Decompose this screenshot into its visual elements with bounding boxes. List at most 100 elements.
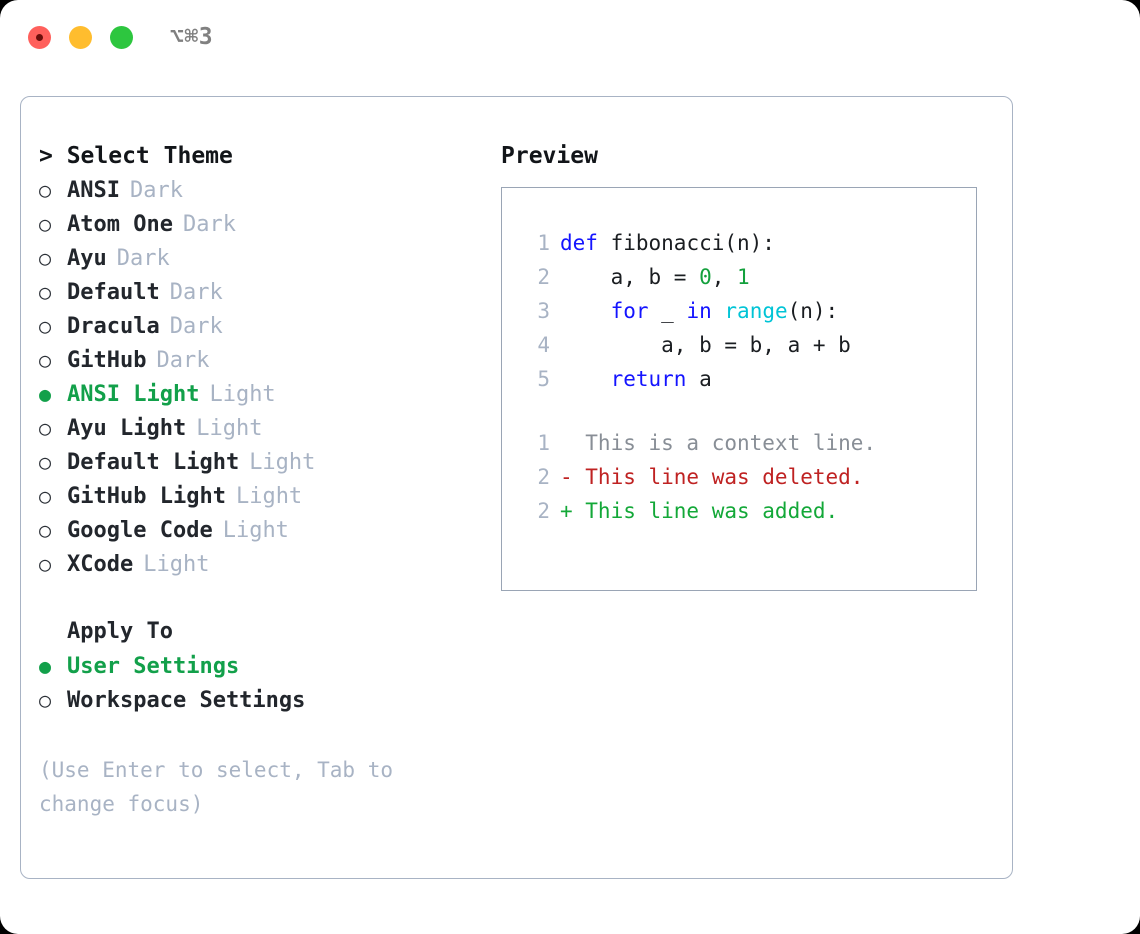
theme-option-label: Google Code bbox=[67, 518, 213, 543]
theme-option-google-code[interactable]: ○ Google Code Light bbox=[39, 513, 489, 547]
code-line: 5 return a bbox=[516, 362, 976, 396]
radio-unselected-icon: ○ bbox=[39, 314, 52, 338]
code-token-id: a bbox=[686, 367, 712, 391]
theme-option-category: Dark bbox=[129, 178, 183, 203]
apply-to-list: ●User Settings○Workspace Settings bbox=[39, 649, 489, 717]
code-token-id: a, b = b, a + b bbox=[560, 333, 851, 357]
code-line: 2 a, b = 0, 1 bbox=[516, 260, 976, 294]
apply-to-option-label: Workspace Settings bbox=[67, 688, 306, 713]
theme-option-label: Ayu Light bbox=[67, 416, 187, 441]
theme-option-category: Dark bbox=[156, 348, 210, 373]
diff-line-add: 2+ This line was added. bbox=[516, 494, 976, 528]
code-line: 3 for _ in range(n): bbox=[516, 294, 976, 328]
diff-sample: 1 This is a context line. 2 - This line wa… bbox=[516, 426, 976, 528]
maximize-window-icon[interactable] bbox=[110, 26, 133, 49]
theme-option-label: Dracula bbox=[67, 314, 160, 339]
diff-line-ctx: 1 This is a context line. bbox=[516, 426, 976, 460]
theme-option-default-light[interactable]: ○ Default Light Light bbox=[39, 445, 489, 479]
code-token-id: a, b = bbox=[560, 265, 700, 289]
theme-option-default[interactable]: ○ Default Dark bbox=[39, 275, 489, 309]
theme-option-category: Light bbox=[222, 518, 289, 543]
radio-unselected-icon: ○ bbox=[39, 518, 52, 542]
theme-option-label: ANSI Light bbox=[67, 382, 200, 407]
theme-option-label: XCode bbox=[67, 552, 134, 577]
code-token-fn: range bbox=[724, 299, 788, 323]
keyboard-hint-text: (Use Enter to select, Tab to change focu… bbox=[39, 758, 394, 816]
code-line-text: a, b = b, a + b bbox=[560, 328, 851, 362]
theme-option-label: Default Light bbox=[67, 450, 240, 475]
diff-line-text: This is a context line. bbox=[560, 431, 877, 455]
radio-unselected-icon: ○ bbox=[39, 280, 52, 304]
theme-option-category: Light bbox=[209, 382, 276, 407]
code-line-text: for _ in range(n): bbox=[560, 294, 839, 328]
radio-selected-icon: ● bbox=[39, 382, 52, 406]
theme-option-label: Default bbox=[67, 280, 160, 305]
apply-to-option-workspace-settings[interactable]: ○Workspace Settings bbox=[39, 683, 489, 717]
code-line-number: 5 bbox=[537, 367, 550, 391]
code-line-number: 4 bbox=[537, 333, 550, 357]
code-line: 4 a, b = b, a + b bbox=[516, 328, 976, 362]
apply-to-option-user-settings[interactable]: ●User Settings bbox=[39, 649, 489, 683]
theme-option-ansi[interactable]: ○ ANSI Dark bbox=[39, 173, 489, 207]
theme-option-category: Dark bbox=[169, 280, 223, 305]
code-line-number: 3 bbox=[537, 299, 550, 323]
diff-line-text: - This line was deleted. bbox=[560, 465, 864, 489]
diff-spacer bbox=[516, 396, 976, 426]
radio-unselected-icon: ○ bbox=[39, 212, 52, 236]
code-token-id: , bbox=[711, 265, 738, 289]
theme-option-category: Dark bbox=[116, 246, 170, 271]
diff-line-number: 1 bbox=[537, 431, 550, 455]
theme-option-category: Dark bbox=[169, 314, 223, 339]
minimize-window-icon[interactable] bbox=[69, 26, 92, 49]
code-token-kw: in bbox=[686, 299, 712, 323]
theme-option-label: Ayu bbox=[67, 246, 107, 271]
diff-line-number: 2 bbox=[537, 499, 550, 523]
radio-unselected-icon: ○ bbox=[39, 552, 52, 576]
code-token-id bbox=[560, 367, 611, 391]
theme-option-ansi-light[interactable]: ● ANSI Light Light bbox=[39, 377, 489, 411]
code-line-text: def fibonacci(n): bbox=[560, 226, 775, 260]
code-line-text: return a bbox=[560, 362, 712, 396]
code-line-number: 2 bbox=[537, 265, 550, 289]
code-token-id: fibonacci(n): bbox=[597, 231, 775, 255]
radio-unselected-icon: ○ bbox=[39, 348, 52, 372]
code-token-kw: def bbox=[560, 231, 598, 255]
theme-option-category: Light bbox=[249, 450, 316, 475]
theme-option-category: Dark bbox=[182, 212, 236, 237]
theme-option-atom-one[interactable]: ○ Atom One Dark bbox=[39, 207, 489, 241]
theme-picker-heading: > Select Theme bbox=[39, 143, 233, 169]
code-token-num: 1 bbox=[737, 265, 750, 289]
apply-to-option-label: User Settings bbox=[67, 654, 240, 679]
theme-option-category: Light bbox=[143, 552, 210, 577]
theme-option-dracula[interactable]: ○ Dracula Dark bbox=[39, 309, 489, 343]
apply-to-heading: Apply To bbox=[67, 619, 173, 644]
theme-option-category: Light bbox=[235, 484, 303, 509]
code-token-id bbox=[560, 299, 611, 323]
theme-option-xcode[interactable]: ○ XCode Light bbox=[39, 547, 489, 581]
radio-unselected-icon: ○ bbox=[39, 450, 52, 474]
radio-unselected-icon: ○ bbox=[39, 484, 52, 508]
code-line: 1 def fibonacci(n): bbox=[516, 226, 976, 260]
diff-line-del: 2 - This line was deleted. bbox=[516, 460, 976, 494]
close-window-icon[interactable] bbox=[28, 26, 51, 49]
code-token-num: 0 bbox=[699, 265, 712, 289]
radio-unselected-icon: ○ bbox=[39, 416, 52, 440]
code-line-number: 1 bbox=[537, 231, 550, 255]
diff-line-number: 2 bbox=[537, 465, 550, 489]
radio-unselected-icon: ○ bbox=[39, 178, 52, 202]
theme-option-label: ANSI bbox=[67, 178, 120, 203]
code-token-id: (n): bbox=[787, 299, 839, 323]
theme-option-category: Light bbox=[196, 416, 263, 441]
preview-heading: Preview bbox=[501, 143, 598, 169]
theme-option-label: Atom One bbox=[67, 212, 173, 237]
theme-option-ayu-light[interactable]: ○ Ayu Light Light bbox=[39, 411, 489, 445]
